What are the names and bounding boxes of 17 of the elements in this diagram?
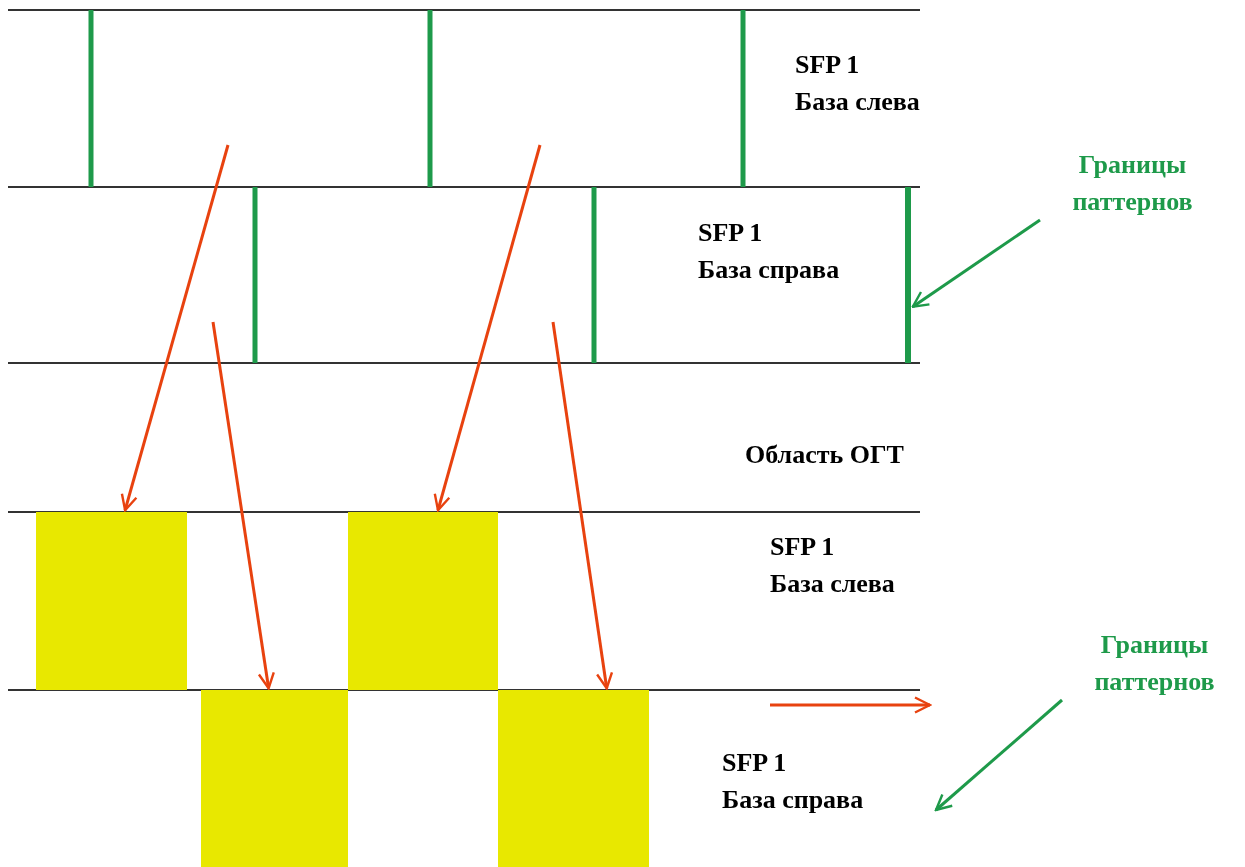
- arrow: [120, 144, 230, 512]
- callout-text: Границы паттернов: [1040, 146, 1225, 220]
- band-label: SFP 1 База слева: [770, 531, 895, 600]
- arrow: [551, 321, 614, 690]
- leader-arrow: [934, 698, 1063, 812]
- arrow: [433, 144, 542, 512]
- pattern-block: [348, 512, 498, 690]
- callout-text: Границы паттернов: [1062, 626, 1245, 700]
- band-label: SFP 1 База справа: [722, 747, 864, 816]
- band-label: SFP 1 База справа: [698, 217, 840, 286]
- band-label: SFP 1 База слева: [795, 49, 920, 118]
- leader-arrow: [911, 218, 1041, 308]
- band-label: Область ОГТ: [745, 439, 904, 471]
- pattern-block: [201, 690, 348, 867]
- pattern-block: [36, 512, 187, 690]
- pattern-block: [498, 690, 649, 867]
- arrow: [211, 321, 275, 690]
